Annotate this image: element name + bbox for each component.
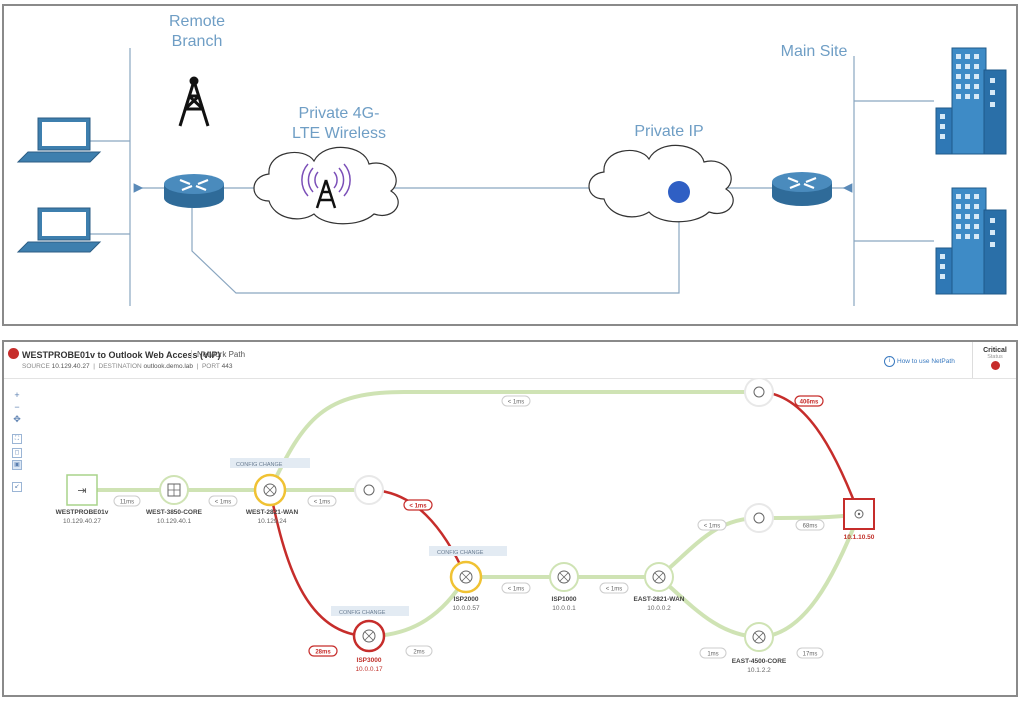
layout-icon[interactable]: ▣ — [12, 460, 22, 470]
wireless-label: Private 4G- LTE Wireless — [292, 105, 386, 142]
pan-icon[interactable]: ✥ — [13, 414, 21, 424]
fit-icon[interactable]: ⛶ — [12, 434, 22, 444]
svg-text:CONFIG CHANGE: CONFIG CHANGE — [437, 550, 484, 556]
link-top-arc — [268, 390, 759, 492]
zoom-out-icon[interactable]: − — [14, 402, 20, 412]
link-eastwan-unknown — [657, 516, 761, 579]
link-unknown-isp2000 — [367, 488, 468, 579]
node-ip: 10.1.10.50 — [843, 534, 875, 541]
node-name: EAST-2821-WAN — [633, 596, 685, 603]
router-icon — [772, 172, 832, 206]
building-icon — [935, 47, 1007, 155]
path-meta: SOURCE 10.129.40.27 | DESTINATION outloo… — [22, 363, 233, 370]
node-ip: 10.0.0.57 — [452, 605, 480, 612]
east-wan-node[interactable] — [644, 562, 674, 592]
building-icon — [935, 187, 1007, 295]
unknown-mid-node[interactable] — [744, 503, 774, 533]
isp3000-node[interactable] — [352, 619, 386, 653]
node-name: ISP3000 — [356, 657, 382, 664]
link-eastcore-dest — [757, 512, 861, 639]
status-box: Critical Status — [972, 342, 1017, 378]
node-ip: 10.129.40.27 — [63, 518, 101, 525]
config-change-tag: CONFIG CHANGE — [429, 546, 507, 556]
select-icon[interactable]: ◻ — [12, 448, 22, 458]
node-name: ISP2000 — [453, 596, 479, 603]
destination-node[interactable] — [843, 498, 875, 530]
node-ip: 10.0.0.2 — [647, 605, 671, 612]
node-ip: 10.0.0.1 — [552, 605, 576, 612]
west-wan-node[interactable] — [253, 473, 287, 507]
link-top-dest — [757, 390, 861, 516]
link-eastwan-eastcore — [657, 575, 761, 639]
info-icon[interactable]: i — [884, 356, 895, 367]
topology-diagram-panel: Remote Branch Main Site Private 4G- LTE … — [2, 4, 1018, 326]
status-label: Status — [987, 354, 1003, 360]
isp2000-node[interactable] — [449, 560, 483, 594]
laptop-icon — [16, 117, 102, 163]
isp1000-node[interactable] — [549, 562, 579, 592]
private-ip-label: Private IP — [634, 123, 704, 140]
node-name: WEST-3850-CORE — [146, 509, 202, 516]
private-ip-node — [668, 181, 690, 203]
laptop-icon — [16, 207, 102, 253]
critical-status-icon — [990, 361, 1000, 370]
topology-diagram — [16, 47, 1007, 306]
section-title: Network Path — [191, 350, 245, 359]
link-wan-isp3000 — [268, 488, 371, 638]
cell-tower-icon — [301, 163, 351, 209]
svg-text:CONFIG CHANGE: CONFIG CHANGE — [236, 462, 283, 468]
node-name: WEST-2821-WAN — [245, 509, 299, 516]
netpath-panel: WESTPROBE01v to Outlook Web Access (VIP)… — [2, 340, 1018, 697]
config-change-tag: CONFIG CHANGE — [331, 606, 409, 616]
netpath-graph: ⇥ — [66, 378, 875, 653]
status-title: Critical — [983, 347, 1007, 354]
west-core-node[interactable] — [159, 475, 189, 505]
cloud-icon — [253, 146, 399, 225]
router-icon — [164, 174, 224, 208]
cloud-icon — [588, 144, 734, 223]
node-name: EAST-4500-CORE — [731, 658, 787, 665]
backup-link — [191, 196, 680, 294]
unknown-node[interactable] — [354, 475, 384, 505]
help-link[interactable]: How to use NetPath — [897, 358, 955, 365]
east-core-node[interactable] — [744, 622, 774, 652]
cell-tower-icon — [178, 76, 210, 127]
svg-text:CONFIG CHANGE: CONFIG CHANGE — [339, 610, 386, 616]
zoom-in-icon[interactable]: + — [14, 390, 20, 400]
collapse-icon[interactable]: ↙ — [12, 482, 22, 492]
node-name: WESTPROBE01v — [55, 509, 109, 516]
probe-node[interactable]: ⇥ — [66, 474, 98, 506]
node-ip: 10.0.0.17 — [355, 666, 383, 673]
config-change-tag: CONFIG CHANGE — [230, 458, 310, 468]
node-name: ISP1000 — [551, 596, 577, 603]
unknown-top-node[interactable] — [744, 378, 774, 407]
node-ip: 10.129.40.1 — [156, 518, 192, 525]
svg-text:⇥: ⇥ — [77, 485, 86, 497]
node-ip: 10.129.24 — [257, 518, 287, 525]
node-ip: 10.1.2.2 — [747, 667, 771, 674]
main-site-label: Main Site — [780, 43, 848, 60]
critical-status-icon — [8, 348, 19, 359]
path-title: WESTPROBE01v to Outlook Web Access (VIP) — [22, 350, 221, 360]
remote-branch-label: Remote Branch — [168, 13, 226, 50]
